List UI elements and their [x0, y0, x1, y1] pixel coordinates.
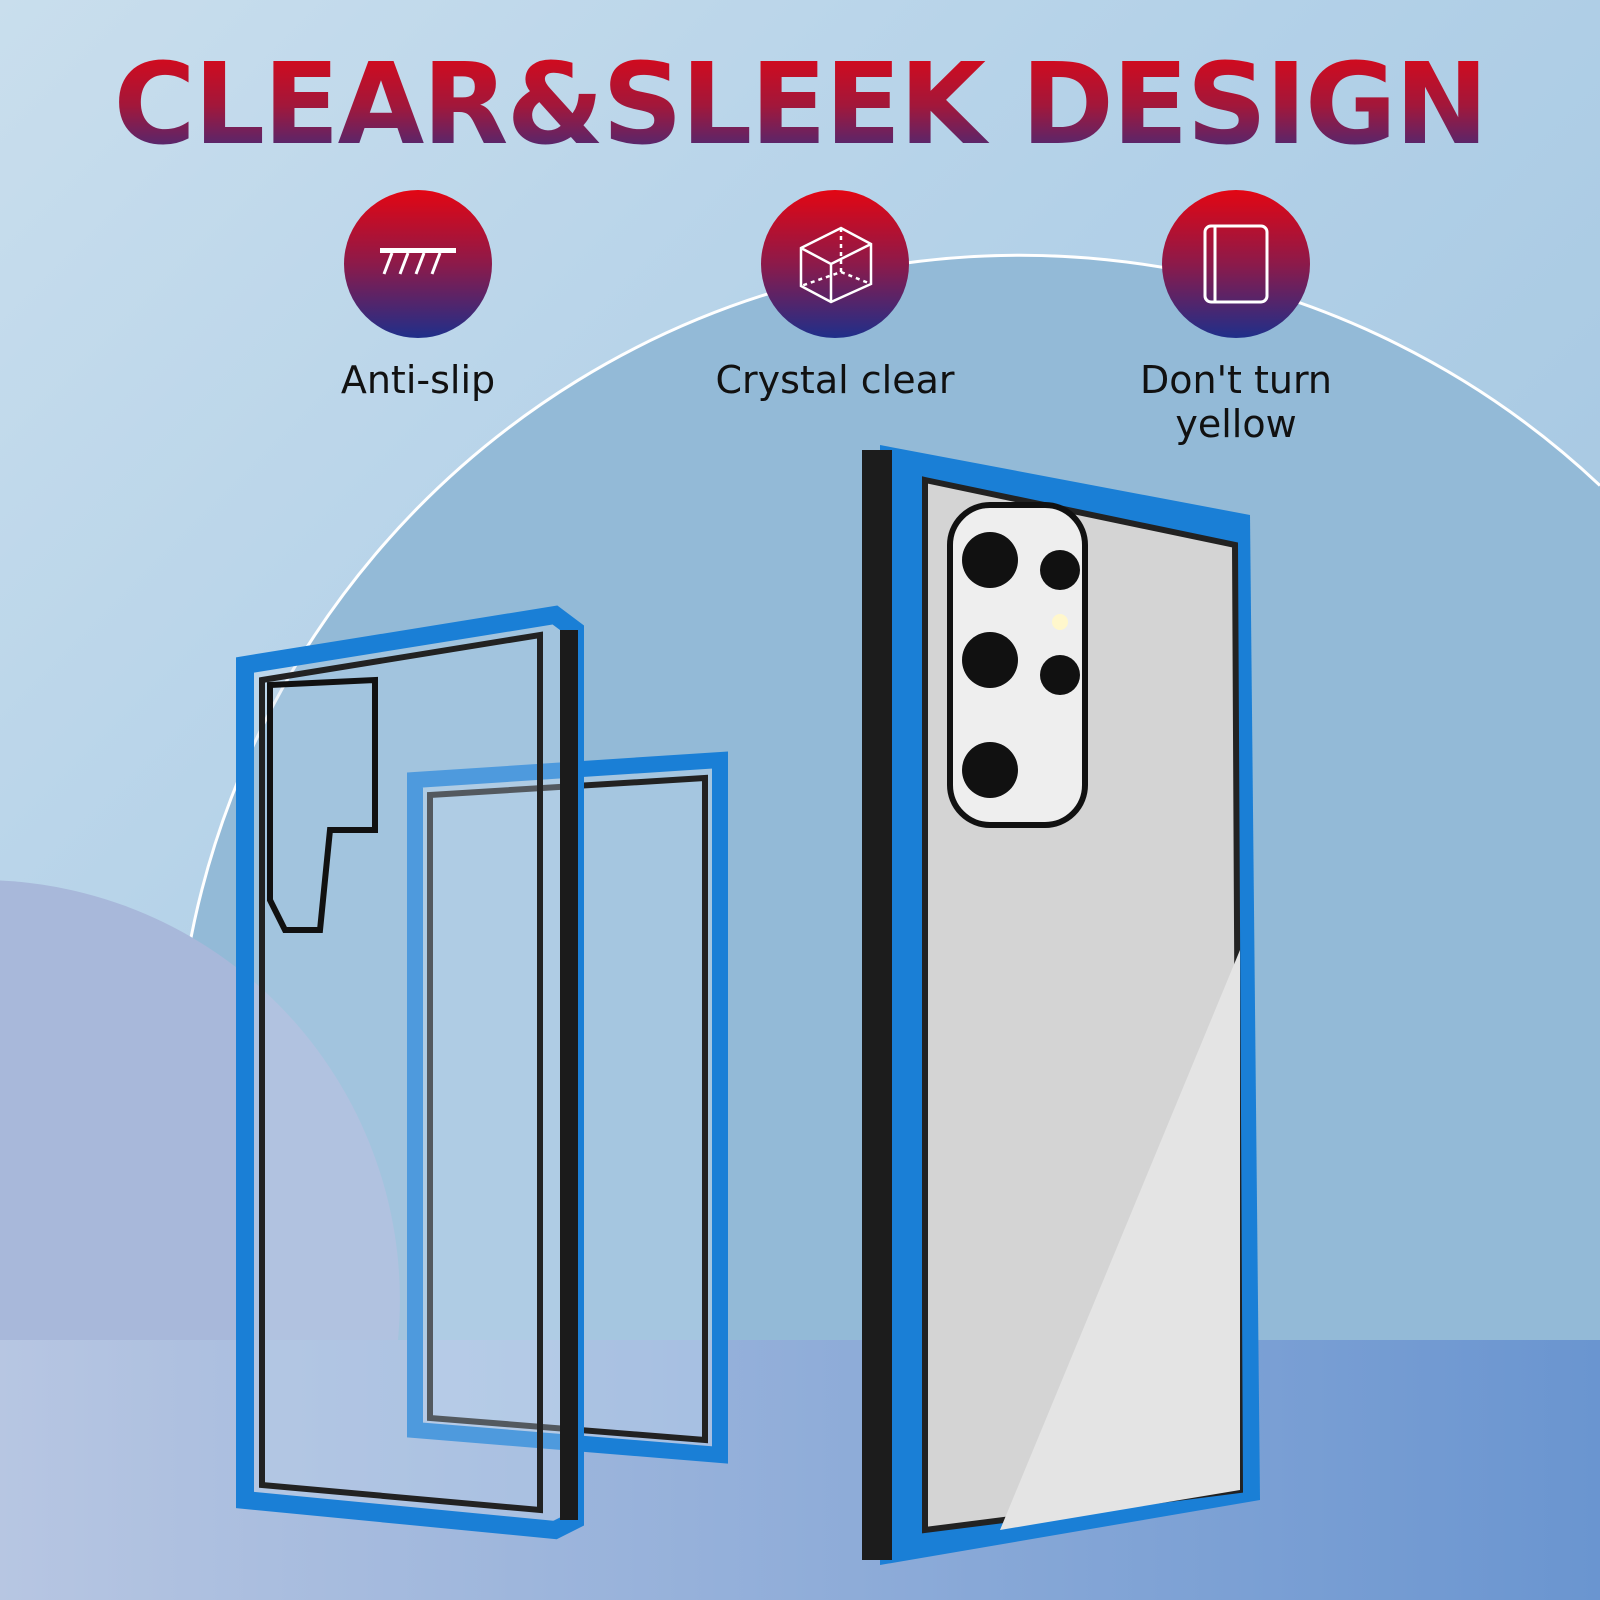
page-title: CLEAR&SLEEK DESIGN — [0, 40, 1600, 170]
feature-no-yellowing: Don't turn yellow — [1086, 190, 1386, 446]
anti-slip-icon — [344, 190, 492, 338]
feature-label: Crystal clear — [715, 358, 955, 402]
case-icon — [1162, 190, 1310, 338]
case-front-frame — [236, 605, 584, 1540]
transparent-cube-icon — [761, 190, 909, 338]
feature-anti-slip: Anti-slip — [268, 190, 568, 402]
phone-in-case — [862, 445, 1260, 1565]
feature-label: Anti-slip — [340, 358, 496, 402]
feature-label: Don't turn yellow — [1139, 358, 1333, 446]
feature-crystal-clear: Crystal clear — [685, 190, 985, 402]
